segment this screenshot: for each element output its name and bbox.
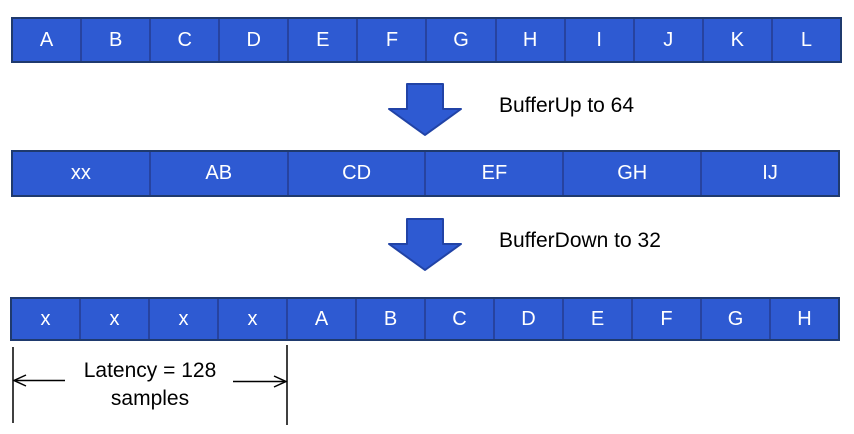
buffer-cell: x — [150, 299, 219, 339]
buffer-down-label: BufferDown to 32 — [499, 229, 661, 252]
buffer-cell: C — [426, 299, 495, 339]
buffer-cell: J — [635, 19, 704, 61]
buffer-cell: I — [566, 19, 635, 61]
buffer-up-label: BufferUp to 64 — [499, 94, 635, 117]
buffer-cell: K — [704, 19, 773, 61]
buffer-cell: B — [82, 19, 152, 61]
latency-label-line1: Latency = 128 — [83, 359, 217, 382]
latency-label-line2: samples — [110, 387, 190, 410]
latency-right-arrowhead-icon — [273, 375, 288, 388]
buffer-cell: H — [497, 19, 566, 61]
buffer-cell: x — [12, 299, 81, 339]
buffer-cell: F — [358, 19, 428, 61]
down-arrow-icon — [388, 218, 462, 271]
buffer-cell: H — [797, 307, 812, 330]
buffer-cell: E — [289, 19, 359, 61]
buffer-cell: xx — [13, 152, 151, 195]
buffer-cell: EF — [426, 152, 565, 195]
buffer-cell: IJ — [762, 162, 778, 184]
down-arrow-icon — [388, 83, 462, 136]
buffer-cell: x — [81, 299, 150, 339]
latency-measurement-lines — [12, 345, 288, 425]
buffer-cell: CD — [289, 152, 427, 195]
buffer-cell: F — [633, 299, 702, 339]
buffer-cell: G — [427, 19, 497, 61]
buffer-cell: A — [288, 299, 357, 339]
buffer-cell: D — [495, 299, 564, 339]
latency-left-arrowhead-icon — [12, 374, 27, 387]
buffer-cell: AB — [151, 152, 289, 195]
buffer-cell: E — [564, 299, 633, 339]
buffer-cell: G — [702, 299, 771, 339]
buffer-cell: GH — [564, 152, 703, 195]
buffer-cell: C — [151, 19, 221, 61]
buffer-cell: L — [800, 28, 812, 51]
buffer-cell: B — [357, 299, 426, 339]
buffer-cell: x — [219, 299, 288, 339]
buffer-cell: A — [13, 19, 83, 61]
latency-label: Latency = 128 samples — [50, 357, 250, 413]
buffer-cell: D — [220, 19, 290, 61]
